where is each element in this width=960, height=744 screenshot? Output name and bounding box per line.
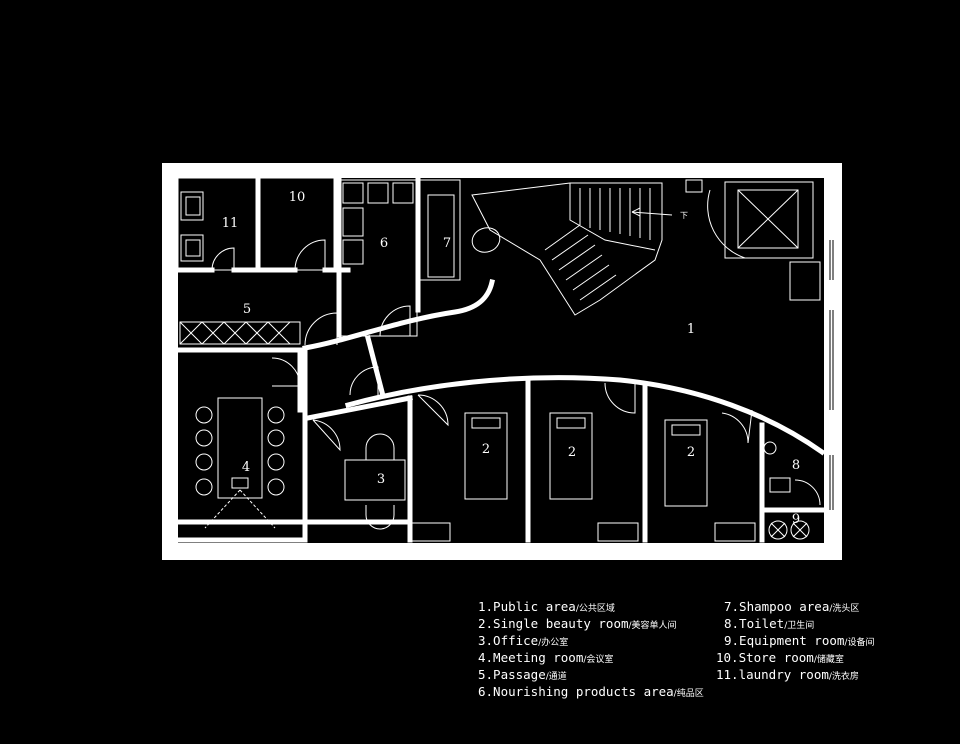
- legend-item: 4.Meeting room/会议室: [478, 650, 614, 665]
- legend-item: 7.Shampoo area/洗头区: [724, 599, 860, 614]
- room-label-beauty-room: 2: [687, 445, 695, 460]
- interior-wall: [302, 279, 495, 351]
- legend-item: 6.Nourishing products area/纯品区: [478, 684, 704, 699]
- legend-item: 9.Equipment room/设备间: [724, 633, 875, 648]
- interior-wall: [305, 379, 825, 543]
- room-label-shampoo-area: 7: [443, 236, 451, 251]
- interior-wall: [175, 177, 421, 353]
- room-label-store-room: 10: [289, 190, 306, 205]
- legend-item: 11.laundry room/洗衣房: [716, 667, 859, 682]
- interior-wall: [297, 347, 308, 543]
- nourishing-area-walls: [340, 179, 418, 337]
- office-furniture: [312, 419, 406, 530]
- shampoo-area-walls: [419, 179, 501, 281]
- room-label-laundry-room: 11: [222, 216, 239, 231]
- window-mullions: [829, 240, 834, 510]
- laundry-room-walls: [177, 177, 259, 271]
- room-label-passage: 5: [243, 302, 251, 317]
- room-label-nourishing-area: 6: [380, 236, 388, 251]
- interior-wall: [364, 334, 386, 396]
- elevator: [707, 181, 821, 301]
- legend-item: 5.Passage/通道: [478, 667, 567, 682]
- legend-item: 3.Office/办公室: [478, 633, 569, 648]
- legend-left-column: 1.Public area/公共区域 2.Single beauty room/…: [478, 598, 704, 700]
- legend-item: 2.Single beauty room/美容单人间: [478, 616, 677, 631]
- passage-walls: [179, 312, 379, 396]
- legend-item: 8.Toilet/卫生间: [724, 616, 815, 631]
- room-label-toilet: 8: [792, 458, 800, 473]
- interior-wall: [177, 519, 305, 543]
- outer-wall: [162, 163, 842, 560]
- room-label-beauty-room: 2: [568, 445, 576, 460]
- meeting-room-furniture: [195, 397, 285, 529]
- legend-item: 10.Store room/储藏室: [716, 650, 844, 665]
- legend-item: 1.Public area/公共区域: [478, 599, 615, 614]
- interior-wall: [344, 375, 826, 456]
- interior-wall: [175, 175, 351, 273]
- room-label-equipment-room: 9: [792, 512, 800, 527]
- stair-down-label: 下: [680, 211, 688, 220]
- room-label-office: 3: [377, 472, 385, 487]
- room-label-public-area: 1: [687, 322, 695, 337]
- staircase: [471, 179, 703, 316]
- window-strips: [168, 240, 836, 510]
- room-label-beauty-room: 2: [482, 442, 490, 457]
- beauty-room-beds: [409, 382, 756, 542]
- legend-right-column: 7.Shampoo area/洗头区 8.Toilet/卫生间 9.Equipm…: [716, 598, 874, 683]
- room-label-meeting-room: 4: [242, 460, 250, 475]
